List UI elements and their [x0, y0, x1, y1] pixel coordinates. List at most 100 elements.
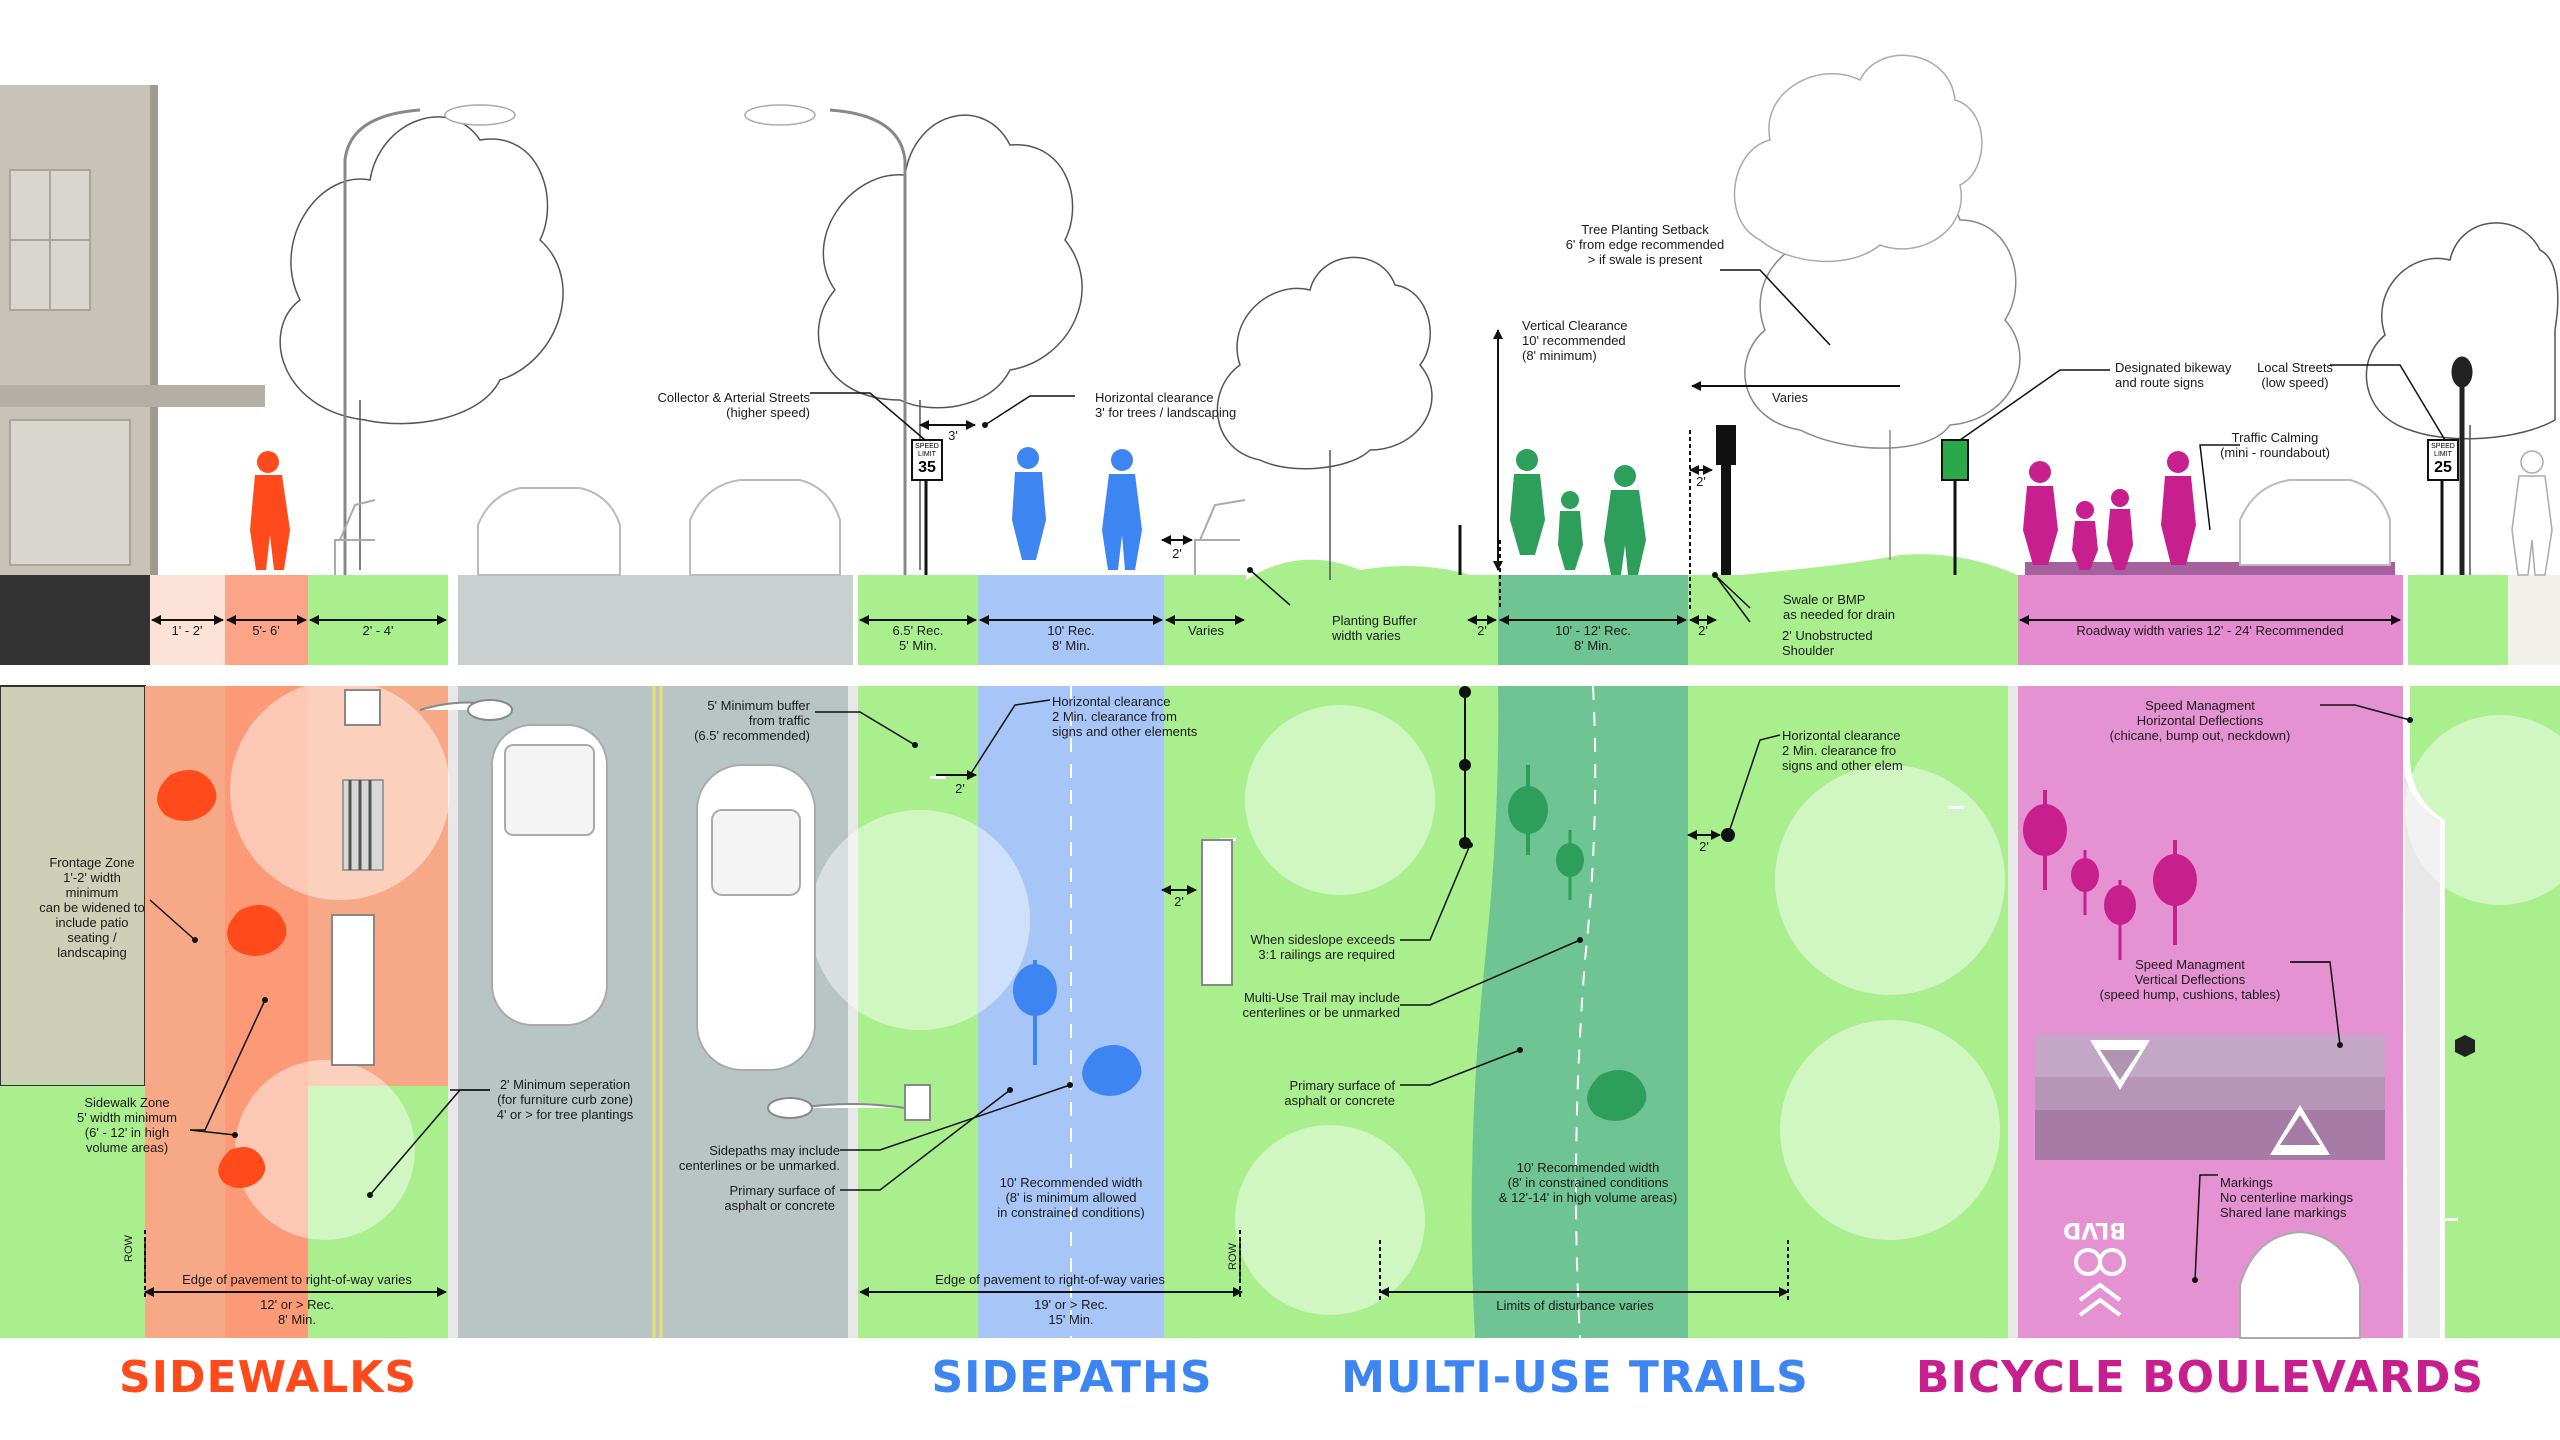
speed-sign-25 — [2427, 439, 2459, 481]
label-local-streets: Local Streets (low speed) — [2257, 360, 2333, 390]
dim-bench-2ft: 2' — [1172, 546, 1182, 561]
dim-roadway-width: Roadway width varies 12' - 24' Recommend… — [2076, 623, 2344, 638]
dim-sidepath-varies: Varies — [1188, 623, 1224, 638]
label-sidepath-surface: Primary surface of asphalt or concrete — [724, 1183, 835, 1213]
tree-3 — [1216, 256, 1433, 580]
label-designated-bikeway: Designated bikeway and route signs — [2115, 360, 2232, 390]
label-row-sidepath: ROW — [1227, 1243, 1239, 1270]
label-tree-planting-setback: Tree Planting Setback 6' from edge recom… — [1565, 222, 1725, 267]
label-swale: Swale or BMP as needed for drain — [1783, 592, 1896, 622]
label-sidepath-rec-width: 10' Recommended width (8' is minimum all… — [997, 1175, 1145, 1220]
plan-furniture — [331, 689, 1233, 1121]
people-elevation — [250, 447, 2553, 576]
label-trail-horizontal-clearance: Horizontal clearance 2 Min. clearance fr… — [1782, 728, 1903, 773]
label-trail-rec-width: 10' Recommended width (8' in constrained… — [1498, 1160, 1678, 1205]
speed-limit-value: 25 — [2434, 459, 2452, 476]
dim-trail-shoulder-right: 2' — [1698, 623, 1708, 638]
label-varies-top: Varies — [1772, 390, 1808, 405]
cars-plan — [491, 724, 2361, 1339]
label-traffic-calming: Traffic Calming (mini - roundabout) — [2220, 430, 2330, 460]
roundabout-marker — [2455, 1035, 2475, 1057]
dim-sidewalk: 5'- 6' — [252, 623, 280, 638]
label-row-sidewalk: ROW — [123, 1235, 135, 1262]
label-min-separation: 2' Minimum seperation (for furniture cur… — [496, 1077, 634, 1122]
blvd-pavement-marking: BLVD — [2063, 1217, 2127, 1242]
bench-elevation — [1194, 499, 1246, 575]
label-horizontal-clearance-signs: Horizontal clearance 2 Min. clearance fr… — [1052, 694, 1198, 739]
pedestrian-sidewalk — [250, 451, 290, 570]
label-sidepath-centerlines: Sidepaths may include centerlines or be … — [678, 1143, 840, 1173]
dim-sidewalk-row-width: 12' or > Rec. 8' Min. — [260, 1297, 334, 1327]
title-sidepaths: SIDEPATHS — [931, 1352, 1213, 1403]
label-speed-vertical: Speed Managment Vertical Deflections (sp… — [2099, 957, 2281, 1002]
dim-horizontal-3ft: 3' — [948, 428, 958, 443]
label-sidewalk-zone: Sidewalk Zone 5' width minimum (6' - 12'… — [76, 1095, 177, 1155]
row-markers — [144, 1240, 1241, 1280]
trail-users — [1510, 449, 1646, 575]
label-limits-disturbance: Limits of disturbance varies — [1496, 1298, 1654, 1313]
cyclist-sidepath — [1012, 447, 1046, 560]
elevation-trees — [279, 54, 2559, 580]
label-markings: Markings No centerline markings Shared l… — [2220, 1175, 2353, 1220]
label-edge-sidewalk: Edge of pavement to right-of-way varies — [182, 1272, 412, 1287]
boulevard-cyclists-plan — [2023, 790, 2197, 960]
pedestrian-sidepath — [1102, 449, 1142, 570]
cyclists-plan — [1013, 960, 1142, 1096]
label-speed-horizontal: Speed Managment Horizontal Deflections (… — [2109, 698, 2291, 743]
label-trail-centerlines: Multi-Use Trail may include centerlines … — [1242, 990, 1400, 1020]
plan-tree-canopies — [230, 680, 2560, 1315]
plan-people — [157, 765, 2475, 1188]
boulevard-cyclists — [2023, 451, 2196, 570]
trail-users-plan — [1508, 765, 1647, 1121]
street-lights-elevation — [343, 104, 2473, 575]
label-collector-streets: Collector & Arterial Streets (higher spe… — [657, 390, 810, 420]
pedestrian-outline — [2511, 450, 2553, 576]
title-bicycle-boulevards: BICYCLE BOULEVARDS — [1915, 1352, 2485, 1403]
dim-sign-2ft: 2' — [1696, 474, 1706, 489]
elevation-strips — [150, 554, 2560, 665]
bikeway-sign — [1941, 439, 1969, 481]
building — [0, 85, 265, 665]
trail-signal — [1716, 425, 1736, 465]
plan-leaders — [149, 699, 2413, 1283]
dim-sidepath-width: 10' Rec. 8' Min. — [1047, 623, 1095, 653]
dim-sidepath-2ft-b: 2' — [1174, 894, 1184, 909]
label-horizontal-clearance-trees: Horizontal clearance 3' for trees / land… — [1095, 390, 1237, 420]
title-multi-use-trails: MULTI-USE TRAILS — [1341, 1352, 1809, 1403]
label-frontage-zone: Frontage Zone 1'-2' width minimum can be… — [39, 855, 145, 960]
label-trail-surface: Primary surface of asphalt or concrete — [1284, 1078, 1395, 1108]
pedestrians-plan — [157, 770, 287, 1188]
plan-view — [0, 685, 2560, 1339]
dim-sidepath-2ft-a: 2' — [955, 781, 965, 796]
cars-elevation — [477, 479, 2391, 576]
dim-trail-shoulder-left: 2' — [1477, 623, 1487, 638]
label-unobstructed-shoulder: 2' Unobstructed Shoulder — [1782, 628, 1873, 658]
label-sideslope: When sideslope exceeds 3:1 railings are … — [1250, 932, 1395, 962]
dim-sidepath-row-width: 19' or > Rec. 15' Min. — [1034, 1297, 1108, 1327]
tree-1 — [279, 116, 564, 570]
dim-trail-width: 10' - 12' Rec. 8' Min. — [1555, 623, 1631, 653]
tree-6 — [2365, 222, 2559, 575]
label-edge-sidepath: Edge of pavement to right-of-way varies — [935, 1272, 1165, 1287]
label-minimum-buffer: 5' Minimum buffer from traffic (6.5' rec… — [694, 698, 810, 743]
dim-trail-2ft: 2' — [1699, 839, 1709, 854]
speed-limit-value: 35 — [918, 459, 936, 476]
title-sidewalks: SIDEWALKS — [118, 1352, 418, 1403]
tree-5 — [1733, 54, 1983, 263]
crosswalk-stripes — [348, 780, 372, 870]
elevation-dimensions — [151, 329, 2401, 625]
dim-frontage: 1' - 2' — [171, 623, 203, 638]
bench-elevation-2 — [334, 499, 376, 575]
label-planting-buffer: Planting Buffer width varies — [1332, 613, 1418, 643]
speed-sign-35 — [911, 439, 943, 481]
speed-sign-word: SPEED LIMIT — [915, 443, 939, 458]
elevation-leaders — [810, 269, 2446, 623]
dim-sidepath-buffer: 6.5' Rec. 5' Min. — [892, 623, 944, 653]
label-vertical-clearance: Vertical Clearance 10' recommended (8' m… — [1522, 318, 1628, 363]
dim-furniture: 2' - 4' — [362, 623, 394, 638]
speed-sign-word: SPEED LIMIT — [2431, 443, 2455, 458]
